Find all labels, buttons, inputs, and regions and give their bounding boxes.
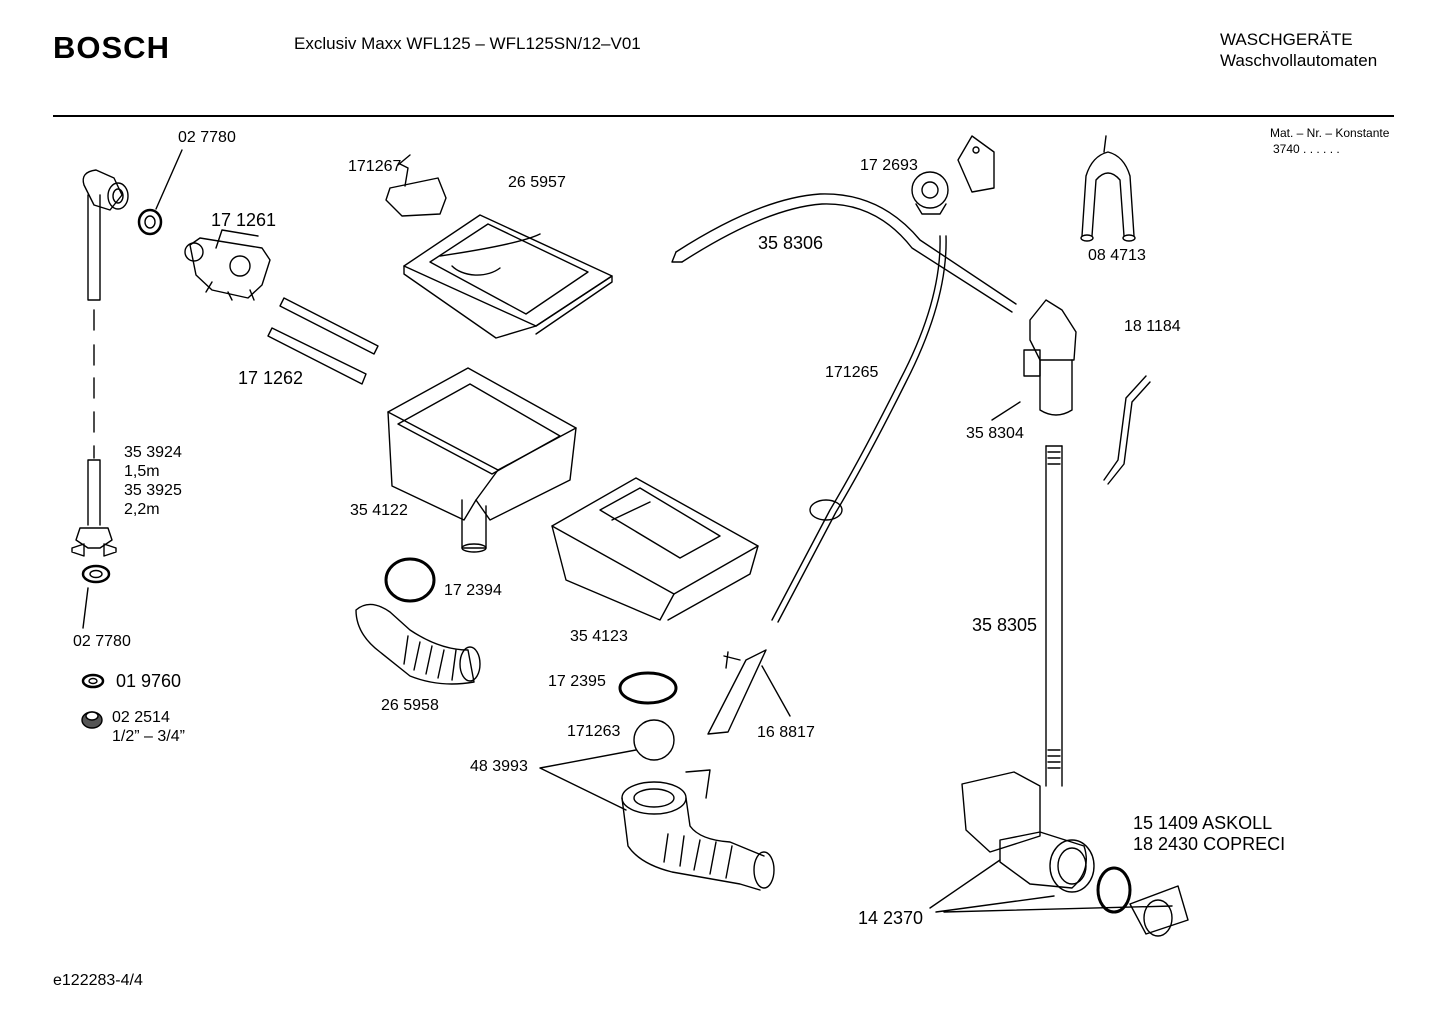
part-label-172395: 17 2395 — [548, 673, 606, 690]
part-label-084713: 08 4713 — [1088, 247, 1146, 264]
part-label-171263: 171263 — [567, 723, 621, 740]
air-trap-part — [991, 299, 1077, 421]
brand-logo: BOSCH — [53, 30, 170, 65]
drain-pump-part — [961, 771, 1189, 937]
part-label-171267: 171267 — [348, 158, 402, 175]
category-title: WASCHGERÄTE — [1220, 30, 1353, 49]
callout-lines-48-3993 — [539, 749, 637, 811]
part-label-172693: 17 2693 — [860, 157, 918, 174]
part-label-265957: 26 5957 — [508, 174, 566, 191]
bracket-rod-part — [1103, 375, 1151, 485]
material-number-label: Mat. – Nr. – Konstante — [1270, 126, 1390, 140]
part-label-354122: 35 4122 — [350, 502, 408, 519]
tube-pair-part — [267, 297, 379, 385]
float-ball-part — [633, 719, 675, 761]
inlet-valve-part — [184, 229, 271, 301]
heating-element-part — [707, 649, 791, 735]
part-label-027780-bottom: 02 7780 — [73, 633, 131, 650]
part-label-483993: 48 3993 — [470, 758, 528, 775]
part-label-length-15m: 1,5m — [124, 463, 160, 480]
category-subtitle: Waschvollautomaten — [1220, 51, 1378, 70]
yoke-bracket-part — [1080, 135, 1136, 242]
diagram-code: e122283-4/4 — [53, 972, 143, 989]
dispenser-hose-part — [355, 603, 481, 685]
thread-adapter-icon — [81, 711, 103, 729]
drain-hose-part — [1045, 445, 1063, 787]
inlet-hose-part — [71, 169, 129, 557]
callout-lines-14-2370 — [929, 859, 1173, 913]
model-title: Exclusiv Maxx WFL125 – WFL125SN/12–V01 — [294, 34, 641, 53]
part-label-181184: 18 1184 — [1124, 318, 1181, 335]
small-bracket-part — [385, 154, 447, 217]
part-label-353924: 35 3924 — [124, 444, 182, 461]
part-label-151409-askoll: 15 1409 ASKOLL — [1133, 813, 1273, 833]
part-label-265958: 26 5958 — [381, 697, 439, 714]
header-rule — [53, 115, 1394, 117]
part-label-171265: 171265 — [825, 364, 879, 381]
o-ring-part — [384, 557, 436, 603]
sensor-tube-part — [771, 235, 947, 623]
seal-ring-bottom-part — [81, 564, 111, 629]
o-ring-small-part — [618, 671, 678, 705]
dispenser-frame-part — [403, 214, 613, 339]
drawer-housing-part — [387, 367, 577, 553]
pressure-switch-part — [911, 135, 995, 215]
part-label-022514: 02 2514 — [112, 709, 170, 726]
part-label-354123: 35 4123 — [570, 628, 628, 645]
material-number-value: 3740 . . . . . . — [1273, 142, 1340, 156]
part-label-353925: 35 3925 — [124, 482, 182, 499]
hose-curved-part — [671, 193, 1017, 313]
part-label-168817: 16 8817 — [757, 724, 815, 741]
part-label-171262: 17 1262 — [238, 368, 304, 388]
sump-hose-part — [621, 769, 775, 891]
detergent-drawer-part — [551, 477, 759, 621]
seal-ring-top-part — [137, 149, 183, 236]
part-label-171261: 17 1261 — [211, 210, 277, 230]
part-label-358305: 35 8305 — [972, 615, 1038, 635]
part-label-358304: 35 8304 — [966, 425, 1024, 442]
part-label-182430-copreci: 18 2430 COPRECI — [1133, 834, 1286, 854]
small-washer-icon — [81, 673, 105, 689]
part-label-019760: 01 9760 — [116, 671, 182, 691]
part-label-length-22m: 2,2m — [124, 501, 160, 518]
part-label-142370: 14 2370 — [858, 908, 924, 928]
part-label-172394: 17 2394 — [444, 582, 502, 599]
part-label-027780-top: 02 7780 — [178, 129, 236, 146]
part-label-358306: 35 8306 — [758, 233, 824, 253]
part-label-thread-size: 1/2” – 3/4” — [112, 728, 185, 745]
